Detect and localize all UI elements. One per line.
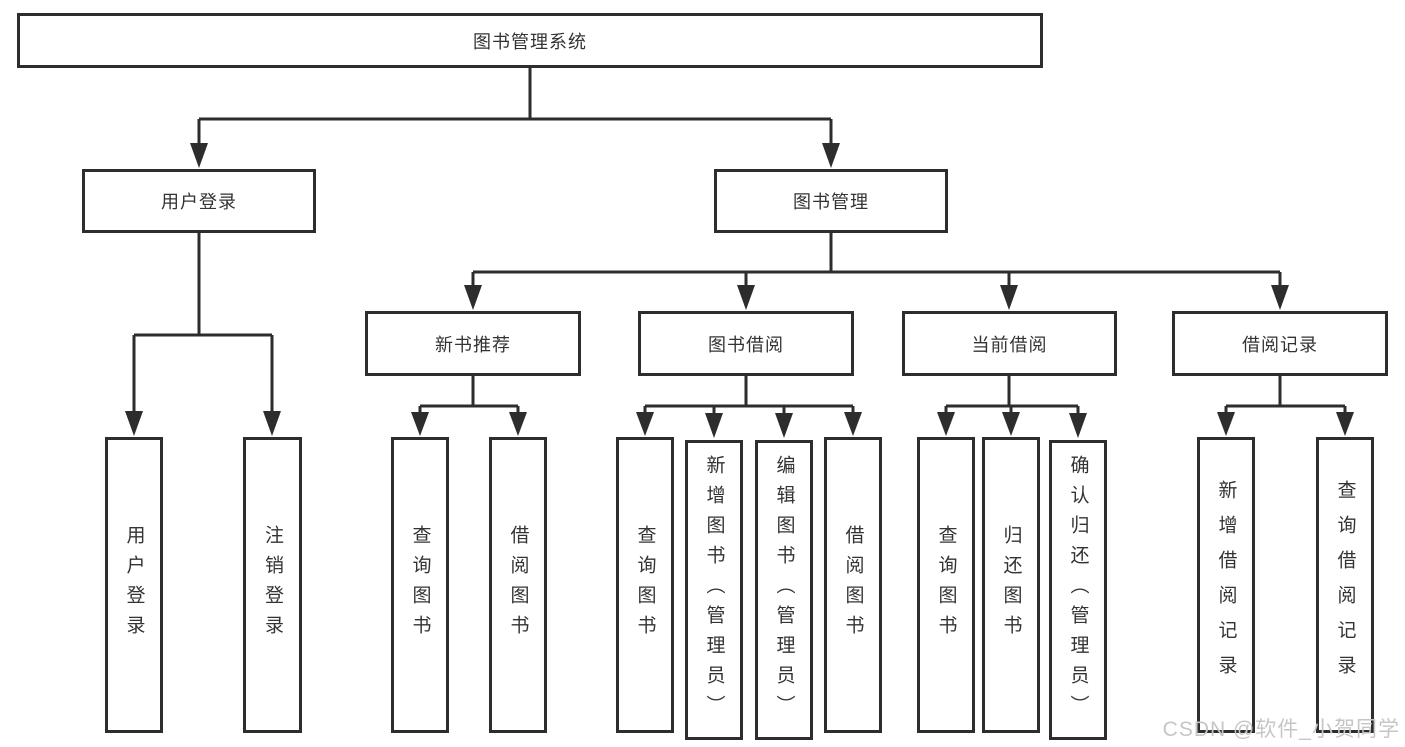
leaf-cb-query-books: 查询图书 — [917, 437, 975, 733]
leaf-br-query-record: 查询借阅记录 — [1316, 437, 1374, 733]
leaf-cb-return-books: 归还图书 — [982, 437, 1040, 733]
node-book-management: 图书管理 — [714, 169, 948, 233]
node-book-borrowing: 图书借阅 — [638, 311, 854, 376]
leaf-logout: 注销登录 — [243, 437, 302, 733]
leaf-cb-confirm-return-admin: 确认归还（管理员） — [1049, 440, 1107, 740]
node-new-book-recommend: 新书推荐 — [365, 311, 581, 376]
leaf-bb-add-book-admin: 新增图书（管理员） — [685, 440, 743, 740]
csdn-watermark: CSDN @软件_小贺同学 — [1162, 718, 1400, 741]
leaf-bb-query-books: 查询图书 — [616, 437, 674, 733]
leaf-br-add-record: 新增借阅记录 — [1197, 437, 1255, 733]
leaf-bb-edit-book-admin: 编辑图书（管理员） — [755, 440, 813, 740]
leaf-user-login: 用户登录 — [105, 437, 163, 733]
node-user-login: 用户登录 — [82, 169, 316, 233]
node-borrowing-records: 借阅记录 — [1172, 311, 1388, 376]
node-root: 图书管理系统 — [17, 13, 1043, 68]
leaf-nb-borrow-books: 借阅图书 — [489, 437, 547, 733]
leaf-nb-query-books: 查询图书 — [391, 437, 449, 733]
leaf-bb-borrow-books: 借阅图书 — [824, 437, 882, 733]
node-current-borrowing: 当前借阅 — [902, 311, 1117, 376]
